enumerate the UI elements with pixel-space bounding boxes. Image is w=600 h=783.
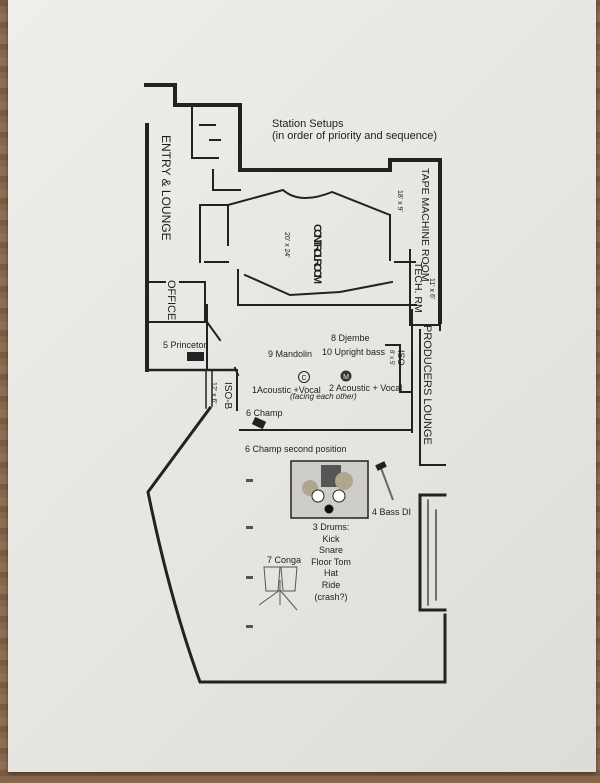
tech-room-label: TECH. RM (412, 262, 424, 313)
drums-item: Snare (319, 545, 343, 555)
drums-item: Ride (322, 580, 341, 590)
iso-b-size: 12' x 6' (210, 382, 217, 404)
producers-lounge-label: PRODUCERS LOUNGE (421, 325, 433, 445)
control-room-size: 20' x 24' (283, 232, 290, 258)
drum-kit-icon (290, 460, 369, 519)
walls (144, 83, 447, 684)
entry-lounge-label: ENTRY & LOUNGE (159, 135, 173, 241)
circled-m-icon: M (340, 370, 352, 382)
station-djembe: 8 Djembe (331, 333, 370, 343)
princeton-amp-icon (187, 352, 204, 361)
station-acoustic-1: 1Acoustic +Vocal (252, 385, 321, 395)
control-room-label: CONTROL ROOM (311, 224, 323, 284)
drums-item: (crash?) (314, 592, 347, 602)
iso-size: 8' x 5' (388, 350, 394, 365)
paper-sheet (8, 0, 596, 772)
tape-machine-room-size: 18' x 9' (396, 190, 403, 212)
station-setups-title: Station Setups (272, 118, 344, 130)
station-upright-bass: 10 Upright bass (322, 347, 386, 357)
svg-text:C: C (301, 375, 306, 382)
drums-item: Kick (322, 534, 340, 544)
bass-di-mic-stand-icon (375, 461, 394, 501)
drums-item: Hat (324, 568, 339, 578)
station-champ-second: 6 Champ second position (245, 444, 347, 454)
tape-machine-room-label: TAPE MACHINE ROOM (419, 168, 431, 282)
station-princeton: 5 Princeton (163, 340, 209, 350)
drums-list: 3 Drums: Kick Snare Floor Tom Hat Ride (… (311, 522, 351, 602)
station-champ: 6 Champ (246, 408, 283, 418)
drums-item: 3 Drums: (313, 522, 350, 532)
station-bass-di: 4 Bass DI (372, 507, 411, 517)
conga-drums-icon (258, 566, 298, 611)
wall-markers (246, 479, 253, 628)
iso-b-label: ISO-B (222, 382, 233, 410)
station-acoustic-2: 2 Acoustic + Vocal (329, 383, 402, 393)
station-conga: 7 Conga (267, 555, 301, 565)
drums-item: Floor Tom (311, 557, 351, 567)
champ-amp-icon (251, 416, 267, 430)
office-label: OFFICE (165, 280, 177, 320)
copyright-c-icon: C (298, 371, 310, 383)
station-mandolin: 9 Mandolin (268, 349, 312, 359)
station-setups-subtitle: (in order of priority and sequence) (272, 130, 437, 142)
tech-room-size: 11' x 6' (428, 278, 435, 299)
facing-note: (facing each other) (290, 392, 357, 401)
svg-text:M: M (343, 374, 349, 381)
iso-label: ISO (396, 350, 406, 366)
